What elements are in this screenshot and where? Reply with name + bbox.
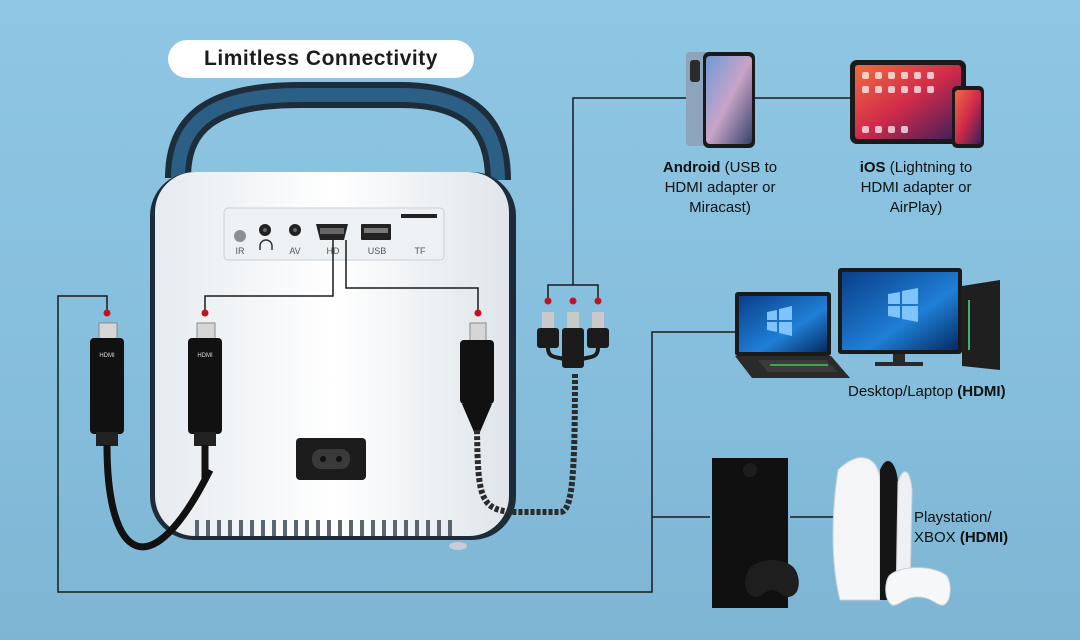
- console-caption: Playstation/ XBOX (HDMI): [914, 508, 1054, 548]
- desktop-name: Desktop/Laptop: [848, 383, 958, 400]
- android-detail-1: (USB to: [720, 159, 778, 176]
- port-label-usb: USB: [368, 246, 387, 256]
- projector-handle: [165, 82, 511, 181]
- tf-slot: [401, 214, 437, 218]
- connection-dots: [103, 297, 602, 317]
- ios-caption: iOS (Lightning to HDMI adapter or AirPla…: [826, 158, 1006, 218]
- desktop-conn: (HDMI): [957, 383, 1006, 400]
- ir-sensor: [234, 230, 246, 242]
- port-label-av: AV: [289, 246, 300, 256]
- game-consoles: [712, 457, 951, 608]
- hdmi-logo-left: HDMI: [99, 353, 115, 359]
- port-label-tf: TF: [415, 246, 426, 256]
- android-detail-3: Miracast): [689, 199, 751, 216]
- desktop-caption: Desktop/Laptop (HDMI): [848, 382, 1048, 402]
- power-socket: [296, 438, 366, 480]
- ios-detail-2: HDMI adapter or: [860, 179, 972, 196]
- projector-body: [150, 172, 516, 550]
- port-panel: [223, 207, 445, 261]
- console-line-1: Playstation/: [914, 509, 992, 526]
- headphone-icon: [259, 239, 273, 250]
- hdmi-logo-middle: HDMI: [197, 353, 213, 359]
- three-in-one-adapter: [537, 312, 609, 368]
- android-detail-2: HDMI adapter or: [664, 179, 776, 196]
- port-label-ir: IR: [236, 246, 246, 256]
- hdmi-cable-middle: [188, 322, 222, 480]
- hdmi-cable-left: [90, 322, 214, 551]
- android-phone: [686, 52, 755, 148]
- hdmi-to-usb-cable: [460, 322, 578, 515]
- page-title: Limitless Connectivity: [168, 40, 474, 78]
- ios-detail-1: (Lightning to: [885, 159, 973, 176]
- ios-name: iOS: [859, 159, 886, 176]
- ipad-iphone: [850, 60, 984, 148]
- connector-lines: [57, 97, 850, 593]
- android-name: Android: [662, 159, 721, 176]
- laptop-desktop: [735, 268, 1000, 378]
- console-name-2: XBOX: [914, 529, 960, 546]
- android-caption: Android (USB to HDMI adapter or Miracast…: [632, 158, 808, 218]
- ios-detail-3: AirPlay): [889, 199, 943, 216]
- console-conn: (HDMI): [959, 529, 1009, 546]
